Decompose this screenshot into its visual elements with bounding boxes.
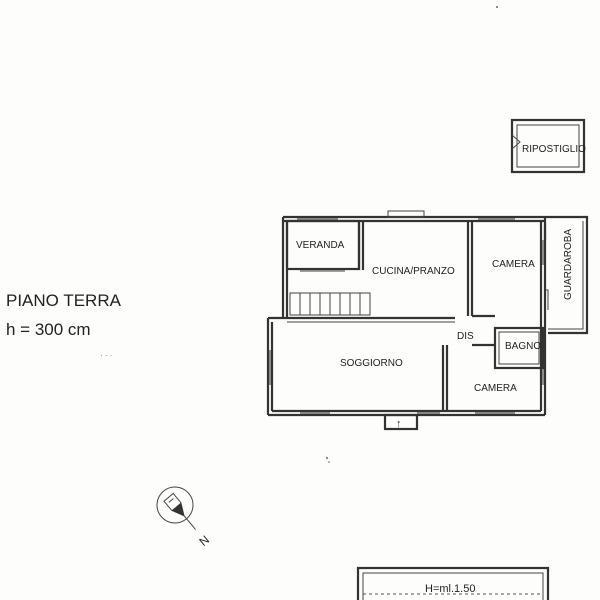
room-label-camera-2: CAMERA — [474, 383, 517, 394]
ripostiglio-block — [510, 118, 586, 174]
floor-title: PIANO TERRA — [6, 291, 122, 310]
scan-speck — [326, 457, 328, 459]
interior-walls — [285, 219, 549, 411]
room-label-veranda: VERANDA — [296, 240, 345, 251]
section-height-label: H=ml.1.50 — [425, 583, 475, 595]
room-label-bagno: BAGNO — [505, 341, 541, 352]
room-label-soggiorno: SOGGIORNO — [340, 358, 403, 369]
room-label-camera-1: CAMERA — [492, 259, 535, 270]
room-label-cucina: CUCINA/PRANZO — [372, 266, 455, 277]
scan-speck — [496, 6, 498, 8]
stair-treads — [299, 293, 361, 315]
north-compass — [156, 486, 196, 530]
scan-mark: · · · — [100, 351, 112, 360]
floor-height: h = 300 cm — [6, 320, 91, 339]
section-box: H=ml.1.50 — [356, 566, 550, 600]
entrance-arrow: ↑ — [396, 418, 402, 430]
north-label: N — [196, 533, 212, 549]
scan-speck — [328, 461, 330, 463]
entrance: ↑ — [383, 413, 419, 431]
room-label-guardaroba: GUARDAROBA — [563, 229, 574, 300]
room-label-ripostiglio: RIPOSTIGLIO — [522, 144, 586, 155]
room-label-dis: DIS — [457, 331, 474, 342]
